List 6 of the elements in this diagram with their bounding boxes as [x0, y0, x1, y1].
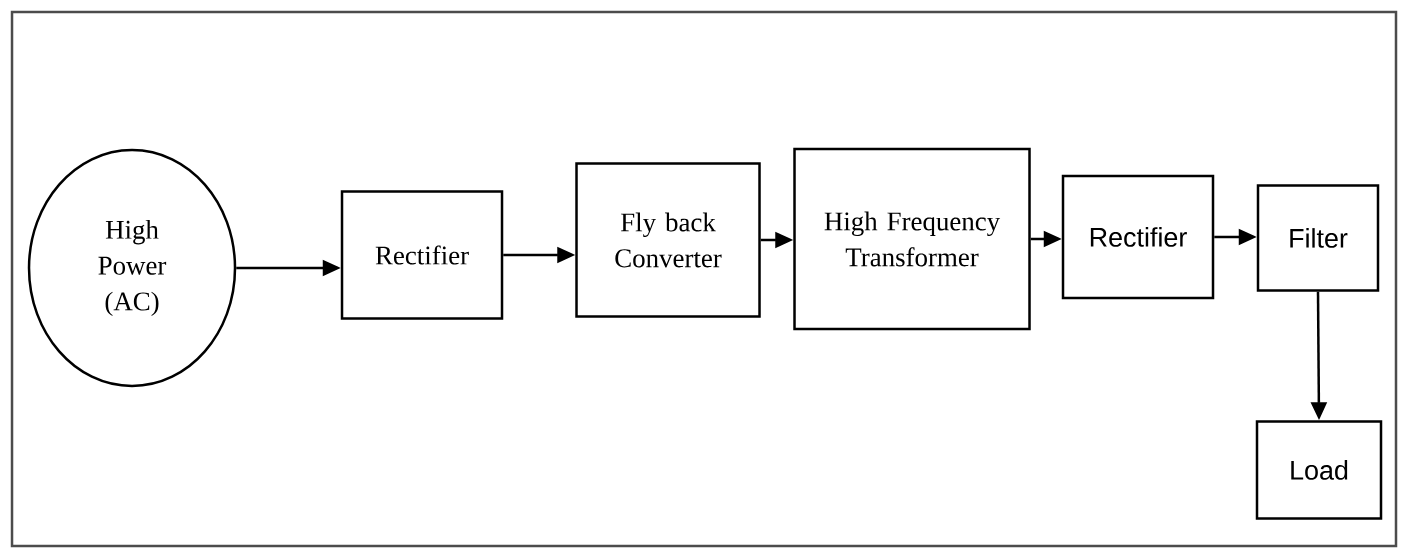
block-box: Fly back Converter [575, 162, 761, 318]
block-box: Filter [1256, 184, 1380, 292]
block-box: Rectifier [1061, 174, 1215, 300]
block-box: Rectifier [340, 190, 504, 320]
block-box: Load [1255, 420, 1383, 520]
block-box: High Frequency Transformer [793, 147, 1031, 331]
